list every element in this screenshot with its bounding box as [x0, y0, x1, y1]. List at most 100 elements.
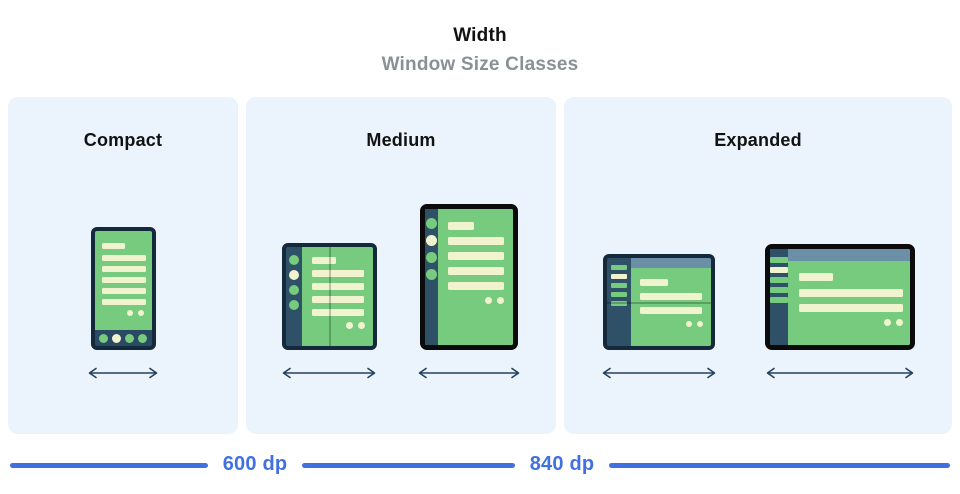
rail-item-icon — [770, 287, 788, 293]
ruler-line — [302, 463, 515, 468]
foldable-body — [285, 247, 373, 346]
rail-item-icon — [770, 297, 788, 303]
placeholder-line — [101, 255, 146, 261]
placeholder-line — [101, 243, 125, 249]
phone-navbar — [94, 330, 152, 346]
rail-dot-icon — [426, 218, 437, 229]
dot-icon — [884, 319, 891, 326]
panel-medium-title: Medium — [366, 130, 436, 150]
device-column — [600, 254, 718, 380]
rail-item-icon — [611, 283, 627, 288]
rail-item-icon — [611, 265, 627, 270]
panel-medium: Medium — [246, 97, 556, 434]
expanded-devices — [564, 151, 952, 434]
foldable-screen — [301, 247, 373, 346]
nav-dot-icon — [125, 333, 134, 343]
placeholder-line — [101, 288, 146, 294]
rail-dot-icon — [288, 255, 299, 265]
device-column — [416, 204, 522, 380]
dot-icon — [485, 297, 492, 304]
rail-dot-icon — [288, 300, 299, 310]
nav-dot-icon — [99, 333, 108, 343]
placeholder-line — [311, 296, 364, 303]
placeholder-line — [799, 289, 903, 297]
breakpoint-840dp-label: 840 dp — [529, 453, 595, 475]
foldable-body — [607, 258, 711, 346]
rail-item-icon — [770, 277, 788, 283]
foldable-portrait-icon — [281, 243, 377, 350]
width-arrow-icon — [766, 367, 914, 379]
diagram-header: Width Window Size Classes — [0, 0, 960, 97]
panel-expanded: Expanded — [564, 97, 952, 434]
content-pane — [631, 268, 711, 346]
app-bar — [631, 258, 711, 268]
nav-rail — [770, 249, 788, 345]
placeholder-line — [311, 309, 364, 316]
dot-icon — [896, 319, 903, 326]
rail-item-icon — [770, 267, 788, 273]
nav-dot-icon — [112, 333, 121, 343]
action-dots — [448, 297, 504, 304]
placeholder-line — [448, 252, 504, 260]
app-bar — [788, 249, 910, 261]
action-dots — [312, 322, 365, 329]
panel-compact: Compact — [8, 97, 238, 434]
ruler-line — [609, 463, 950, 468]
rail-item-icon — [611, 274, 627, 279]
dot-icon — [126, 310, 133, 316]
device-column — [280, 243, 378, 380]
dot-icon — [357, 322, 365, 329]
placeholder-line — [448, 282, 504, 290]
ruler-line — [10, 463, 208, 468]
rail-dot-icon — [426, 235, 437, 246]
action-dots — [102, 310, 146, 316]
rail-dot-icon — [426, 269, 437, 280]
breakpoint-ruler: 600 dp 840 dp — [0, 434, 960, 494]
width-arrow-icon — [88, 367, 158, 379]
nav-rail — [607, 258, 631, 346]
fold-crease — [607, 302, 711, 304]
phone-portrait-icon — [90, 227, 156, 350]
placeholder-line — [640, 293, 702, 300]
placeholder-line — [101, 277, 146, 283]
dot-icon — [345, 322, 353, 329]
placeholder-line — [799, 304, 903, 312]
dot-icon — [686, 321, 692, 327]
placeholder-line — [101, 299, 146, 305]
width-arrow-icon — [418, 367, 520, 379]
size-class-panels: Compact — [8, 97, 952, 434]
diagram-title: Width — [453, 25, 507, 46]
foldable-landscape-icon — [603, 254, 715, 350]
main-pane — [788, 249, 910, 345]
dot-icon — [137, 310, 144, 316]
device-column — [764, 244, 916, 380]
tablet-screen — [438, 209, 513, 345]
rail-item-icon — [611, 301, 627, 306]
action-dots — [640, 321, 703, 327]
placeholder-line — [101, 266, 146, 272]
width-arrow-icon — [602, 367, 716, 379]
nav-rail — [425, 209, 438, 345]
device-column — [86, 227, 160, 380]
main-pane — [631, 258, 711, 346]
placeholder-line — [311, 257, 336, 264]
panel-expanded-title: Expanded — [714, 130, 802, 150]
rail-dot-icon — [426, 252, 437, 263]
content-pane — [788, 261, 910, 345]
placeholder-line — [640, 279, 668, 286]
panel-compact-title: Compact — [83, 130, 163, 150]
placeholder-line — [311, 270, 364, 277]
rail-dot-icon — [288, 270, 299, 280]
placeholder-line — [311, 283, 364, 290]
action-dots — [799, 319, 903, 326]
compact-devices — [8, 151, 238, 434]
placeholder-line — [799, 273, 833, 281]
rail-item-icon — [770, 257, 788, 263]
placeholder-line — [640, 307, 702, 314]
placeholder-line — [448, 267, 504, 275]
placeholder-line — [448, 222, 474, 230]
tablet-portrait-icon — [420, 204, 518, 350]
rail-item-icon — [611, 292, 627, 297]
diagram-subtitle: Window Size Classes — [381, 54, 579, 75]
